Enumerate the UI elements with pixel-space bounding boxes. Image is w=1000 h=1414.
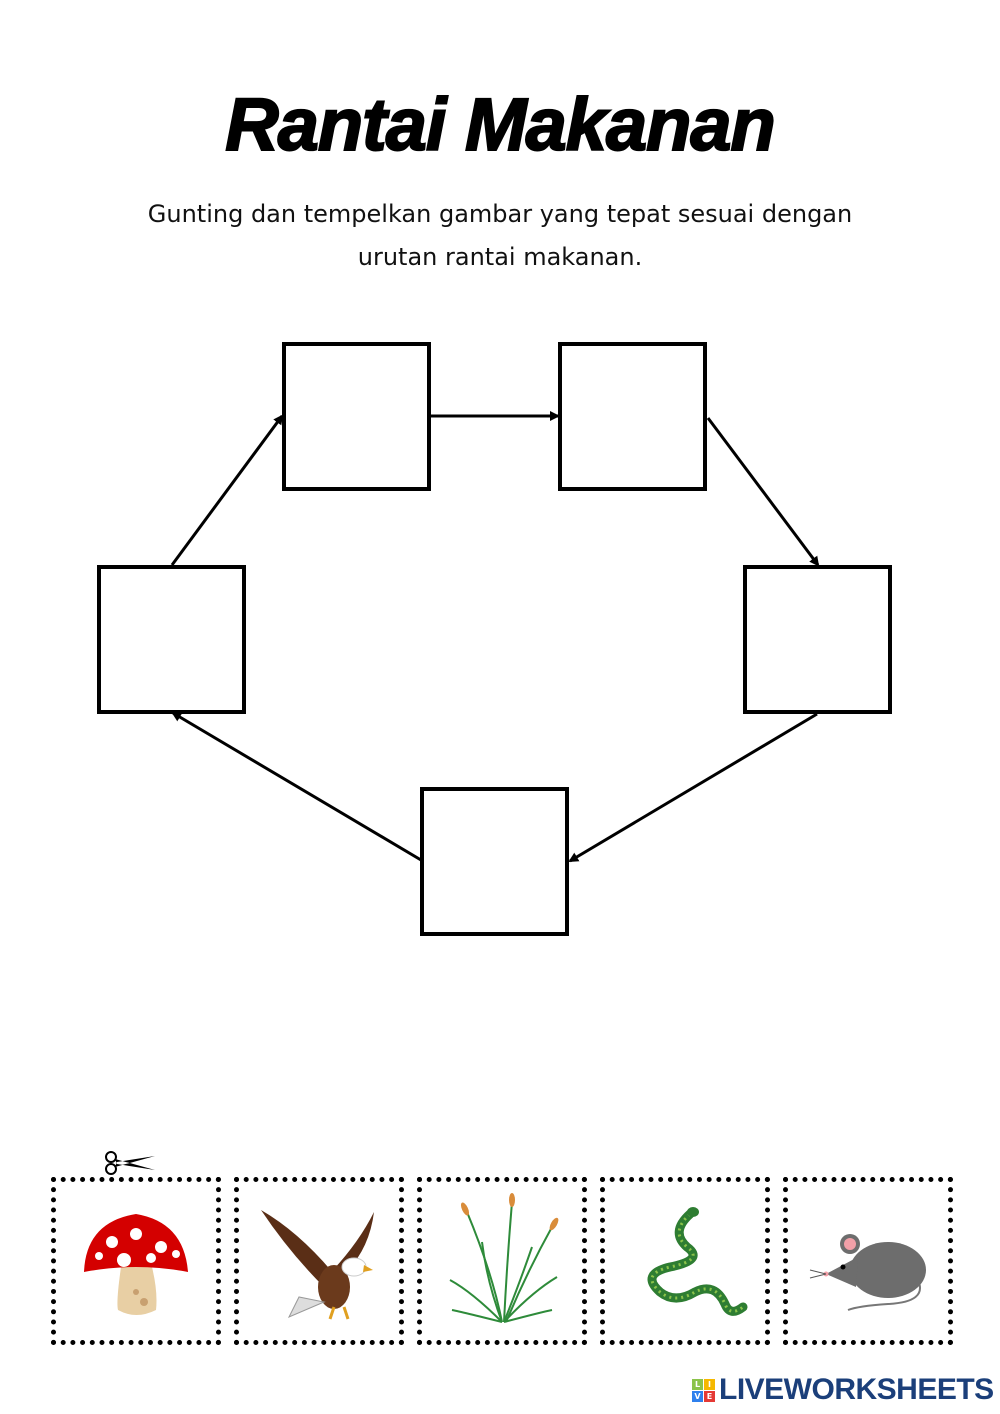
logo-text: LIVEWORKSHEETS (719, 1373, 994, 1406)
mouse-icon (809, 1234, 926, 1311)
cutout-card-snake[interactable] (600, 1177, 770, 1345)
logo-tile: I (704, 1378, 715, 1390)
instruction-line-1: Gunting dan tempelkan gambar yang tepat … (147, 200, 853, 228)
logo-tile: L (692, 1378, 703, 1390)
logo-tile: V (692, 1390, 703, 1402)
drop-box-5[interactable] (97, 565, 246, 714)
drop-box-4[interactable] (420, 787, 569, 936)
cutout-card-mushroom[interactable] (51, 1177, 221, 1345)
arrow-3-to-4 (568, 712, 818, 863)
drop-box-1[interactable] (282, 342, 431, 491)
cutout-card-eagle[interactable] (234, 1177, 404, 1345)
arrow-5-to-1 (170, 414, 284, 566)
logo-tiles: L I V E (692, 1378, 715, 1402)
page-title: Rantai Makanan (224, 82, 776, 167)
cutout-card-grass[interactable] (417, 1177, 587, 1345)
mushroom-icon (84, 1214, 188, 1315)
snake-icon (647, 1207, 748, 1316)
food-chain-diagram (97, 342, 892, 936)
eagle-icon (261, 1210, 374, 1320)
drop-box-2[interactable] (558, 342, 707, 491)
instruction-line-2: urutan rantai makanan. (357, 243, 643, 271)
cutout-card-mouse[interactable] (783, 1177, 953, 1345)
logo-tile: E (704, 1390, 715, 1402)
grass-icon (449, 1193, 559, 1323)
scissors-icon (105, 1151, 155, 1175)
liveworksheets-logo: L I V E LIVEWORKSHEETS (692, 1373, 994, 1407)
arrow-2-to-3 (706, 417, 820, 567)
drop-box-3[interactable] (743, 565, 892, 714)
arrow-4-to-5 (171, 711, 422, 862)
